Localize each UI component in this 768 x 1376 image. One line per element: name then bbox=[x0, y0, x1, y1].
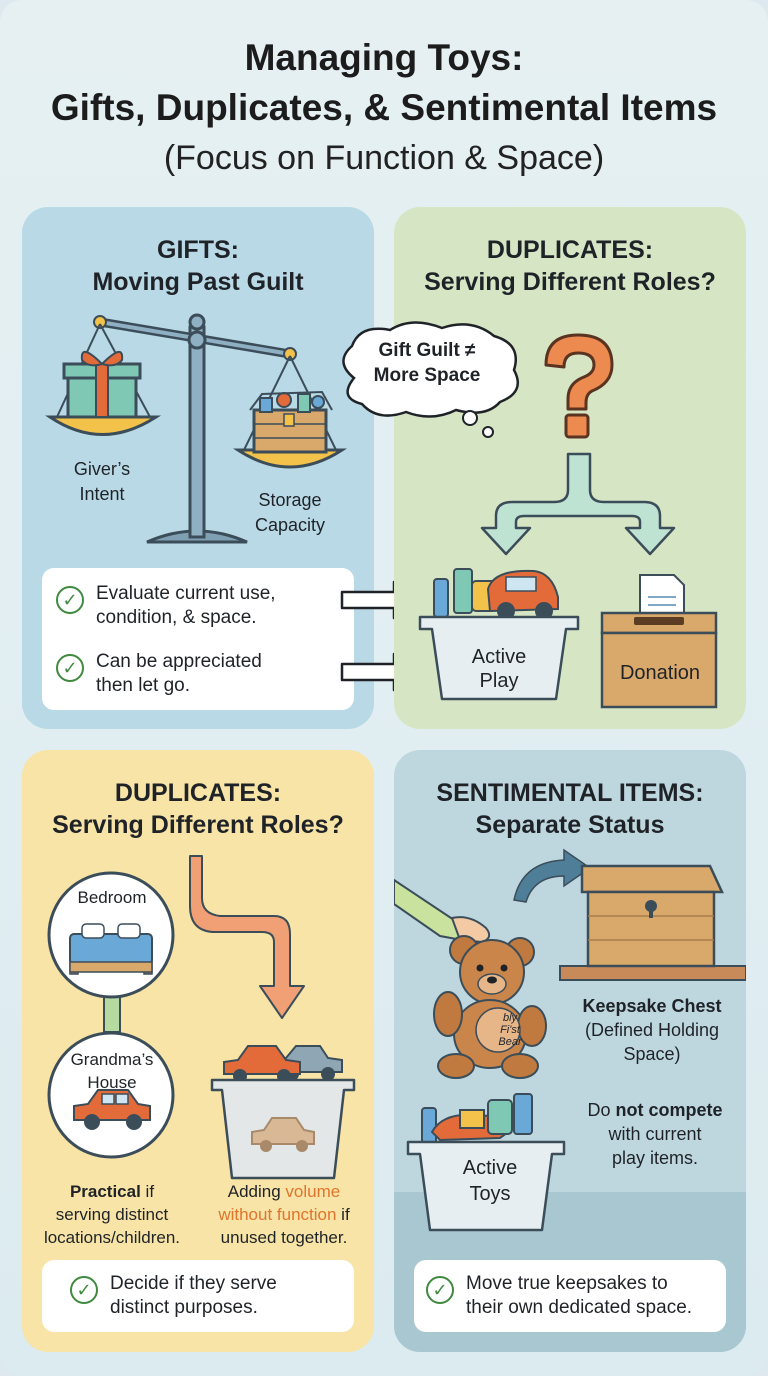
volume-post: if bbox=[336, 1205, 350, 1224]
question-mark-icon bbox=[544, 333, 614, 439]
grandmas-house-label: Grandma’s bbox=[70, 1050, 154, 1069]
check-icon: ✓ bbox=[56, 586, 84, 614]
active-toys-bin-icon bbox=[406, 1093, 566, 1232]
scale-left-label: Giver’s bbox=[73, 459, 131, 479]
main-title-line2: Gifts, Duplicates, & Sentimental Items bbox=[50, 87, 718, 128]
duplicates-bottom-title: DUPLICATES: bbox=[114, 779, 282, 807]
sentimental-panel: SENTIMENTAL ITEMS: Separate Status bbox=[394, 750, 746, 1352]
car-icon bbox=[73, 1089, 151, 1130]
duplicates-bottom-subtitle: Serving Different Roles? bbox=[52, 811, 344, 839]
gifts-check-1: ✓ Evaluate current use, condition, & spa… bbox=[56, 582, 276, 630]
practical-line2: serving distinct bbox=[55, 1205, 169, 1224]
gifts-panel: GIFTS: Moving Past Guilt bbox=[22, 207, 374, 729]
practical-rest: if bbox=[140, 1182, 155, 1201]
keepsake-chest-icon bbox=[559, 864, 746, 981]
bear-tag-line1: bly bbox=[502, 1012, 518, 1024]
thought-bubble-icon bbox=[342, 321, 519, 438]
grandmas-house-circle bbox=[47, 1031, 175, 1159]
practical-bold: Practical bbox=[69, 1182, 141, 1201]
scale-left-label-2: Intent bbox=[79, 484, 125, 504]
donation-label: Donation bbox=[619, 662, 701, 684]
practical-line3: locations/children. bbox=[43, 1228, 181, 1247]
duplicates-check: ✓ Decide if they serve distinct purposes… bbox=[70, 1272, 277, 1320]
sentimental-subtitle: Separate Status bbox=[475, 811, 665, 839]
sentimental-title: SENTIMENTAL ITEMS: bbox=[436, 779, 704, 807]
active-toys-label-2: Toys bbox=[469, 1183, 511, 1205]
active-toys-label: Active bbox=[462, 1157, 518, 1179]
scale-right-label: Storage bbox=[258, 490, 322, 510]
compete-pre: Do bbox=[587, 1100, 616, 1120]
toy-bin-icon bbox=[418, 568, 580, 701]
grandmas-house-label-2: House bbox=[87, 1073, 137, 1092]
bed-icon bbox=[69, 923, 153, 975]
balance-scale-icon bbox=[45, 313, 348, 544]
duplicates-bottom-card: ✓ Decide if they serve distinct purposes… bbox=[42, 1260, 354, 1332]
compete-bold: not compete bbox=[615, 1100, 723, 1120]
duplicates-bottom-panel: DUPLICATES: Serving Different Roles? Bed… bbox=[22, 750, 374, 1352]
volume-caption: Adding volume without function if unused… bbox=[208, 1180, 360, 1249]
gifts-check-1-line1: Evaluate current use, bbox=[96, 583, 276, 604]
active-play-label: Active bbox=[471, 646, 527, 668]
keepsake-chest-label: Keepsake Chest bbox=[582, 996, 722, 1016]
duplicates-top-title: DUPLICATES: bbox=[486, 236, 654, 264]
bedroom-label: Bedroom bbox=[77, 888, 147, 907]
volume-line3: unused together. bbox=[220, 1228, 348, 1247]
sentimental-check: ✓ Move true keepsakes to their own dedic… bbox=[426, 1272, 692, 1320]
compete-line2: with current bbox=[608, 1124, 702, 1144]
gifts-check-2-line1: Can be appreciated bbox=[96, 651, 262, 672]
function-highlight: without function bbox=[218, 1205, 337, 1224]
duplicates-check-line2: distinct purposes. bbox=[110, 1297, 258, 1318]
gifts-check-2: ✓ Can be appreciated then let go. bbox=[56, 650, 262, 698]
check-icon: ✓ bbox=[56, 654, 84, 682]
gifts-check-1-line2: condition, & space. bbox=[96, 607, 257, 628]
teddy-bear-icon bbox=[433, 935, 547, 1079]
volume-pre: Adding bbox=[227, 1182, 286, 1201]
bear-tag-line3: Bear bbox=[498, 1036, 522, 1048]
duplicates-top-subtitle: Serving Different Roles? bbox=[424, 268, 716, 296]
donation-box-icon bbox=[600, 574, 718, 709]
active-play-label-2: Play bbox=[479, 670, 519, 692]
thought-text-line2: More Space bbox=[373, 365, 481, 386]
sentimental-check-line1: Move true keepsakes to bbox=[466, 1273, 668, 1294]
check-icon: ✓ bbox=[426, 1276, 454, 1304]
duplicate-bin-icon bbox=[210, 1045, 356, 1180]
bear-tag-line2: Fi'st bbox=[500, 1024, 520, 1036]
duplicates-check-line1: Decide if they serve bbox=[110, 1273, 277, 1294]
chest-sub-line1: (Defined Holding bbox=[584, 1020, 720, 1040]
check-icon: ✓ bbox=[70, 1276, 98, 1304]
subtitle: (Focus on Function & Space) bbox=[163, 139, 605, 177]
duplicates-top-panel: DUPLICATES: Serving Different Roles? Act… bbox=[394, 207, 746, 729]
gifts-checklist-card: ✓ Evaluate current use, condition, & spa… bbox=[42, 568, 354, 710]
split-arrow-icon bbox=[480, 452, 676, 556]
gifts-subtitle: Moving Past Guilt bbox=[92, 268, 304, 296]
bedroom-circle bbox=[47, 871, 175, 999]
compete-line1: Do not compete bbox=[570, 1098, 740, 1122]
thought-text-line1: Gift Guilt ≠ bbox=[378, 340, 476, 361]
main-title: Managing Toys: bbox=[244, 37, 524, 78]
chest-sub-line2: Space) bbox=[623, 1044, 681, 1064]
gifts-check-2-line2: then let go. bbox=[96, 675, 191, 696]
sentimental-check-line2: their own dedicated space. bbox=[466, 1297, 693, 1318]
sentimental-card: ✓ Move true keepsakes to their own dedic… bbox=[414, 1260, 726, 1332]
volume-highlight: volume bbox=[285, 1182, 341, 1201]
compete-line3: play items. bbox=[611, 1148, 699, 1168]
scale-right-label-2: Capacity bbox=[254, 515, 326, 535]
gifts-title: GIFTS: bbox=[157, 236, 239, 264]
practical-caption: Practical if serving distinct locations/… bbox=[32, 1180, 192, 1249]
